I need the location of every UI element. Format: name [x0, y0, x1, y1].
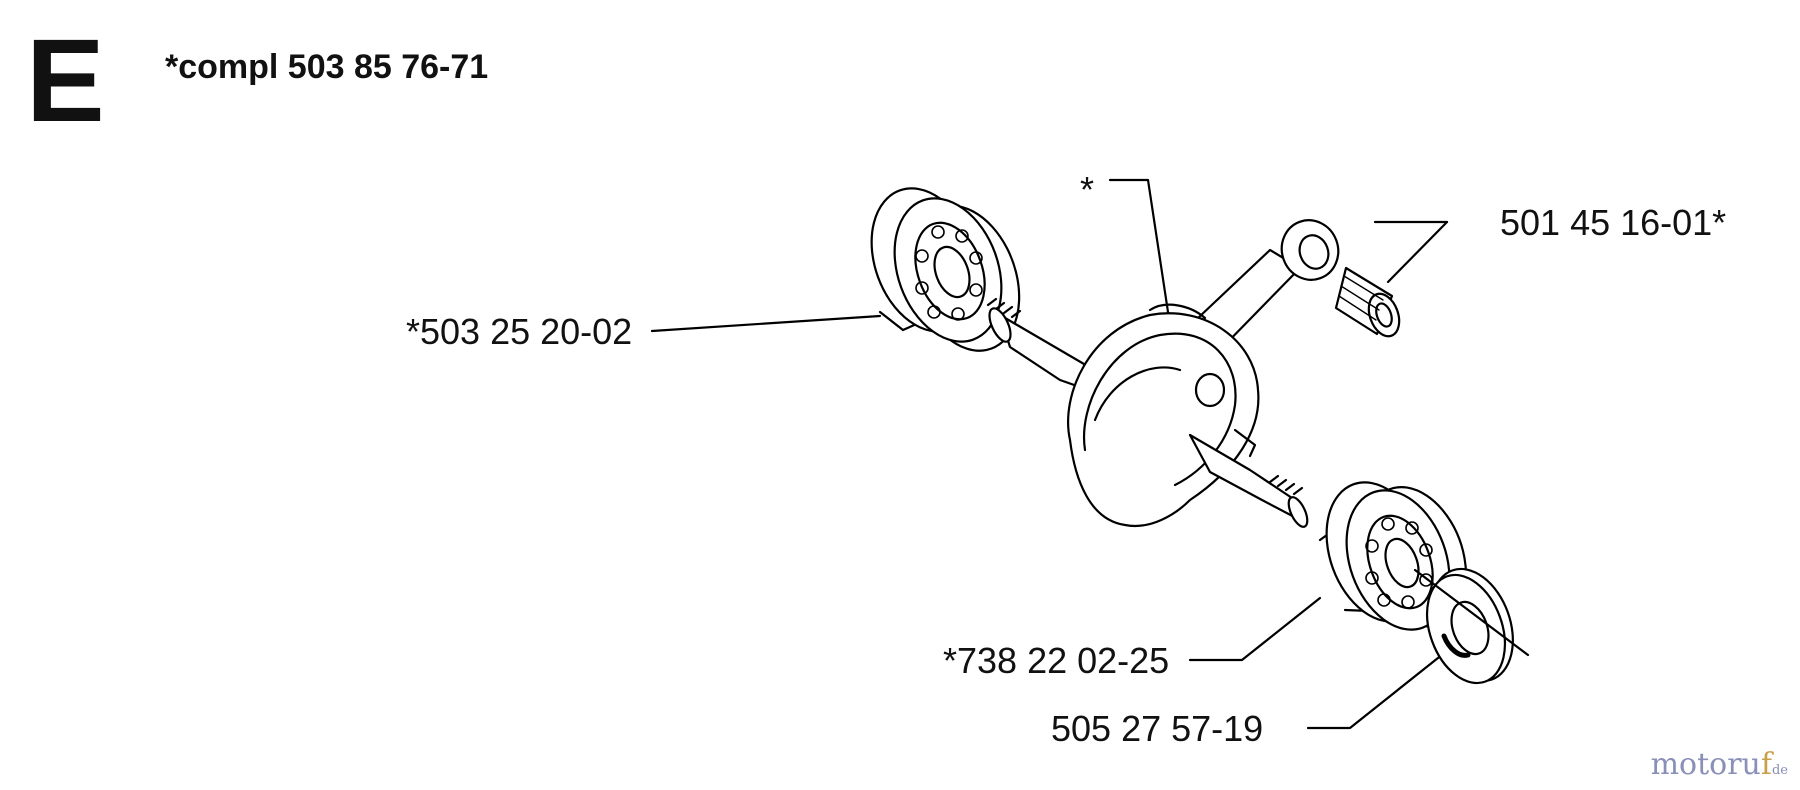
leader-bearing-right [1188, 596, 1322, 662]
label-crankshaft: * [1080, 169, 1095, 210]
label-bearing-left: *503 25 20-02 [406, 311, 633, 352]
label-bearing-right: *738 22 02-25 [943, 640, 1170, 681]
shaft-axis-line [1413, 568, 1530, 657]
crankshaft-drawing [986, 219, 1340, 528]
seal-ring-drawing [1426, 567, 1514, 685]
leader-needle-bearing [1386, 220, 1449, 284]
leader-seal-ring [1306, 648, 1450, 730]
watermark-text-2: f [1760, 747, 1772, 782]
bearing-left-drawing [870, 187, 1021, 352]
label-seal-ring: 505 27 57-19 [1051, 708, 1264, 749]
watermark-logo: motorufde [1651, 750, 1788, 780]
bearing-right-drawing [1318, 481, 1468, 631]
watermark-suffix: de [1771, 763, 1788, 778]
watermark-text-1: motoru [1650, 747, 1761, 782]
leader-lines [650, 178, 1450, 730]
section-letter: E [26, 15, 105, 147]
leader-crankshaft [1108, 178, 1170, 314]
assembly-title: *compl 503 85 76-71 [165, 48, 489, 86]
needle-bearing-drawing [1334, 266, 1401, 338]
label-needle-bearing: 501 45 16-01* [1500, 202, 1727, 243]
leader-bearing-left [650, 314, 882, 333]
